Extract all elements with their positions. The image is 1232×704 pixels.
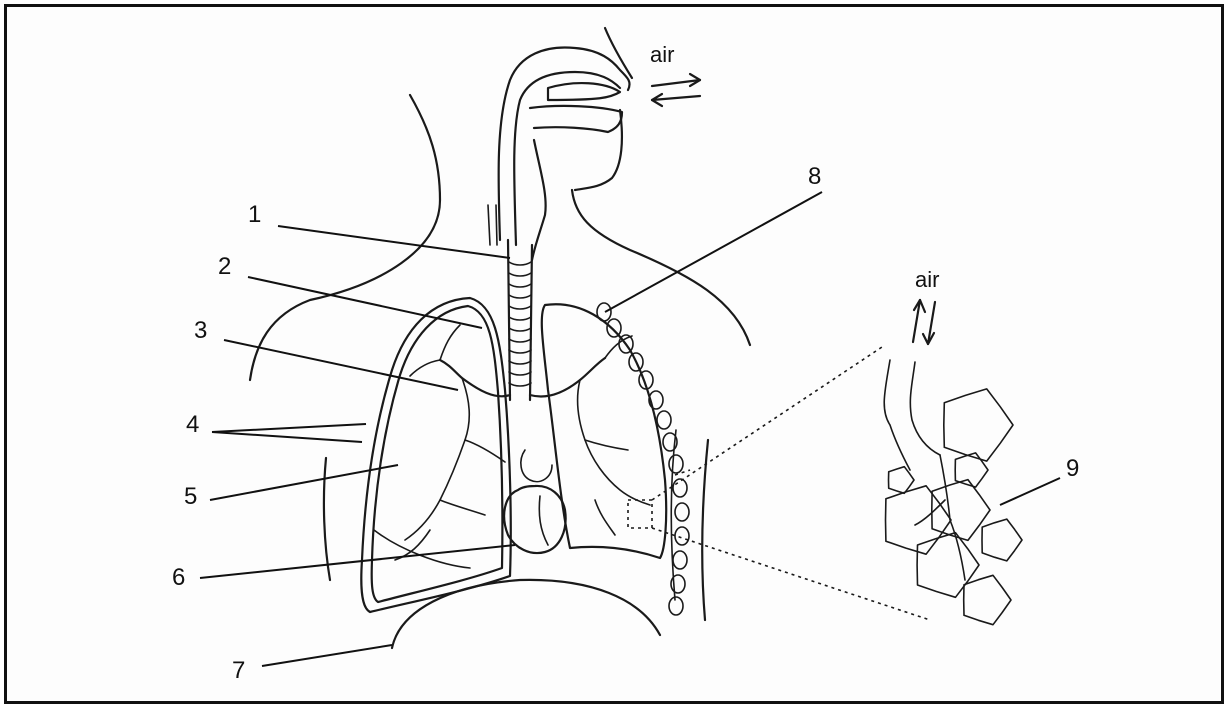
air-arrows-alveoli [913,300,935,344]
label-9: 9 [1066,455,1079,482]
leader-3 [224,340,458,390]
label-2: 2 [218,253,231,280]
air-label-top: air [650,42,674,67]
label-5: 5 [184,483,197,510]
alveolus-sac [917,533,979,598]
alveolus-sac [955,453,988,487]
lymph-node [673,551,687,569]
trachea [508,240,532,400]
trachea-ring [509,383,531,386]
trachea-ring [509,306,531,309]
air-arrows-top [652,74,700,106]
trachea-ring [509,317,531,320]
leader-9 [1000,478,1060,505]
label-3: 3 [194,317,207,344]
trachea-ring [509,350,531,353]
trachea-ring [509,284,531,287]
leader-4a [212,424,366,432]
leader-lines [200,192,1060,666]
alveolus-sac [944,389,1013,461]
leader-6 [200,545,515,578]
lymph-node [675,527,689,545]
lymph-node [597,303,611,321]
leader-1 [278,226,510,258]
lymph-node [669,455,683,473]
head-nasal-cavity [488,28,632,260]
alveolus-sac [964,575,1011,624]
lymph-node [607,319,621,337]
leader-7 [262,645,392,666]
label-4: 4 [186,411,199,438]
leader-5 [210,465,398,500]
left-lung [361,298,510,612]
lymph-node [673,479,687,497]
alveoli-cluster [884,360,1022,625]
trachea-ring [509,295,531,298]
bronchiole [915,455,965,580]
trachea-ring [509,328,531,331]
alveolus-sac [932,480,990,541]
lymph-node [675,503,689,521]
alveolus-sac [982,519,1022,561]
lymph-node [669,597,683,615]
label-7: 7 [232,657,245,684]
trachea-ring [509,339,531,342]
bronchi [395,325,650,560]
diaphragm [392,580,660,648]
trachea-ring [509,372,531,375]
lymph-node [657,411,671,429]
label-1: 1 [248,201,261,228]
trachea-ring [509,361,531,364]
air-label-alveoli: air [915,267,939,292]
leader-4b [212,432,362,442]
trachea-ring [509,262,531,265]
label-8: 8 [808,163,821,190]
label-6: 6 [172,564,185,591]
trachea-ring [509,273,531,276]
